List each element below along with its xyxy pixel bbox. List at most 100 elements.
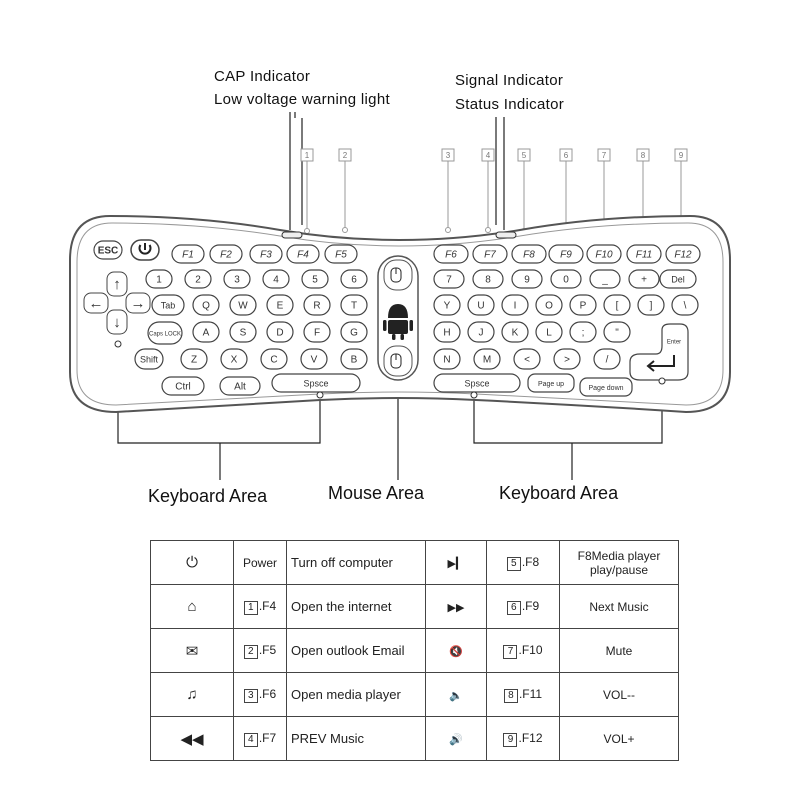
num-key-4[interactable]: 4 [262,269,290,289]
num-key-6[interactable]: 6 [340,269,368,289]
key-s[interactable]: S [229,321,257,343]
page-up-key[interactable]: Page up [527,373,575,393]
key-6-r2[interactable]: ] [637,294,665,316]
key-d-label: D [276,328,283,339]
enter-key-label: Enter [667,340,681,346]
del-key[interactable]: Del [659,269,697,289]
f6-key-label: F6 [445,250,457,261]
enter-key[interactable]: Enter [629,323,689,381]
num-key-2[interactable]: 2 [184,269,212,289]
power-icon [138,244,152,255]
key-4-r2[interactable]: P [569,294,597,316]
ctrl-key-label: Ctrl [175,382,191,393]
f3-key[interactable]: F3 [249,244,283,264]
esc-key[interactable]: ESC [93,240,123,260]
key-1-r3[interactable]: J [467,321,495,343]
key-2-r3[interactable]: K [501,321,529,343]
num-key-9[interactable]: 9 [511,269,543,289]
space-right-key[interactable]: Spsce [433,373,521,393]
mouse-area[interactable] [377,255,419,381]
power-key[interactable] [130,239,160,261]
key-q[interactable]: Q [192,294,220,316]
key-g-label: G [350,328,358,339]
key-1-r2[interactable]: U [467,294,495,316]
key-e[interactable]: E [266,294,294,316]
key-g[interactable]: G [340,321,368,343]
key-x[interactable]: X [220,348,248,370]
key-c[interactable]: C [260,348,288,370]
f11-key[interactable]: F11 [626,244,662,264]
key-1-r4[interactable]: M [473,348,501,370]
f1-key[interactable]: F1 [171,244,205,264]
legend-description: VOL-- [559,672,679,717]
key-f[interactable]: F [303,321,331,343]
key-z[interactable]: Z [180,348,208,370]
f5-key[interactable]: F5 [324,244,358,264]
f6-key[interactable]: F6 [433,244,469,264]
ctrl-key[interactable]: Ctrl [161,376,205,396]
num-key-0-label: 0 [563,275,569,286]
num-key-8[interactable]: 8 [472,269,504,289]
mute-icon: 🔇 [449,646,463,658]
arrow-keys[interactable]: ↑ ← → ↓ [83,271,151,335]
legend-key-name: 4.F7 [233,716,287,761]
num-key-+[interactable]: + [628,269,660,289]
num-key-0[interactable]: 0 [550,269,582,289]
num-key-7[interactable]: 7 [433,269,465,289]
f8-key[interactable]: F8 [511,244,547,264]
num-key-1[interactable]: 1 [145,269,173,289]
key-3-r2[interactable]: O [535,294,563,316]
key-w[interactable]: W [229,294,257,316]
alt-key[interactable]: Alt [219,376,261,396]
f3-key-label: F3 [260,250,272,261]
page-down-key-label: Page down [588,385,623,392]
num-key-3[interactable]: 3 [223,269,251,289]
key-3-r3[interactable]: L [535,321,563,343]
key-a[interactable]: A [192,321,220,343]
key-7-r2[interactable]: \ [671,294,699,316]
mail-icon: ✉ [185,642,199,660]
tab-key[interactable]: Tab [151,294,185,316]
key-4-r3[interactable]: ; [569,321,597,343]
key-r[interactable]: R [303,294,331,316]
legend-key-name: 1.F4 [233,584,287,629]
key-5-r3[interactable]: " [603,321,631,343]
num-key-5[interactable]: 5 [301,269,329,289]
shift-key[interactable]: Shift [134,348,164,370]
key-b-label: B [351,355,358,366]
arrow-down-key[interactable]: ↓ [106,309,128,335]
key-t[interactable]: T [340,294,368,316]
arrow-right-key[interactable]: → [125,292,151,314]
key-2-r2[interactable]: I [501,294,529,316]
key-4-r4[interactable]: / [593,348,621,370]
key-5-r2[interactable]: [ [603,294,631,316]
num-key-9-label: 9 [524,275,530,286]
key-0-r2[interactable]: Y [433,294,461,316]
key-v[interactable]: V [300,348,328,370]
key-3-r4-label: > [564,355,570,366]
f12-key[interactable]: F12 [665,244,701,264]
f9-key[interactable]: F9 [548,244,584,264]
f4-key[interactable]: F4 [286,244,320,264]
f7-key[interactable]: F7 [472,244,508,264]
page-down-key[interactable]: Page down [579,377,633,397]
shift-key-label: Shift [140,354,159,364]
key-2-r4[interactable]: < [513,348,541,370]
space-left-key[interactable]: Spsce [271,373,361,393]
legend-key-name: 2.F5 [233,628,287,673]
music-icon: ♫ [186,686,198,703]
f10-key[interactable]: F10 [586,244,622,264]
arrow-up-key[interactable]: ↑ [106,271,128,297]
key-d[interactable]: D [266,321,294,343]
key-0-r3[interactable]: H [433,321,461,343]
arrow-left-key[interactable]: ← [83,292,109,314]
legend-key-name: 5.F8 [486,540,560,585]
num-key-_[interactable]: _ [589,269,621,289]
f2-key[interactable]: F2 [209,244,243,264]
key-3-r4[interactable]: > [553,348,581,370]
caps-lock-key[interactable]: Caps LOCK [147,321,183,345]
key-0-r4[interactable]: N [433,348,461,370]
key-b[interactable]: B [340,348,368,370]
